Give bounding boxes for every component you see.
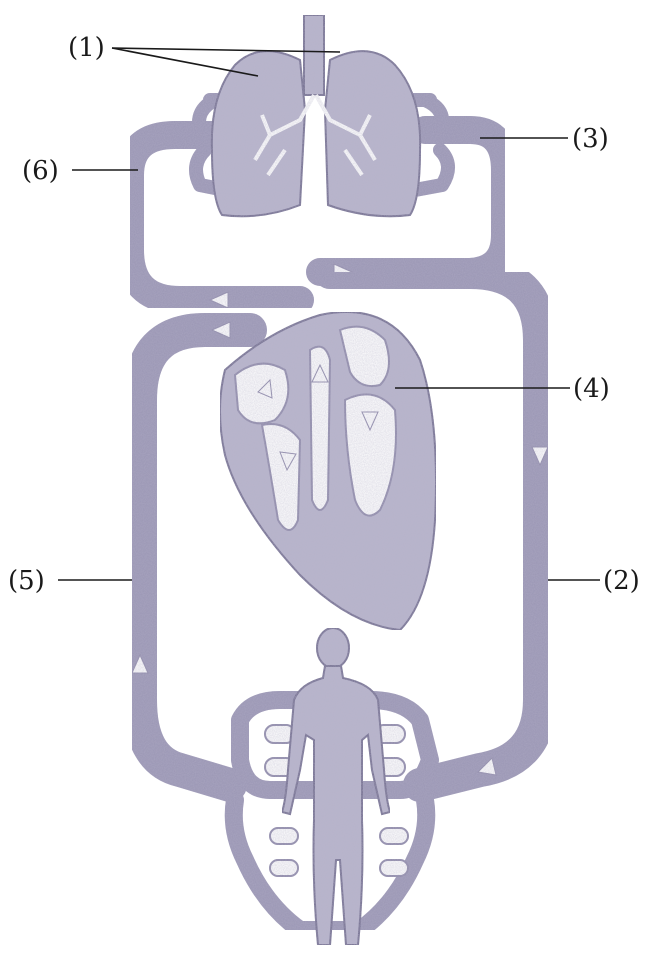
label-1: (1) [68,33,105,63]
trachea [304,15,324,95]
label-6: (6) [22,156,59,186]
label-3: (3) [572,124,609,154]
leader-1b [112,48,258,76]
left-lung-icon [212,51,305,216]
label-5: (5) [8,566,45,596]
heart-icon [220,312,436,630]
label-4: (4) [573,374,610,404]
label-2: (2) [603,566,640,596]
right-lung-icon [325,51,420,216]
